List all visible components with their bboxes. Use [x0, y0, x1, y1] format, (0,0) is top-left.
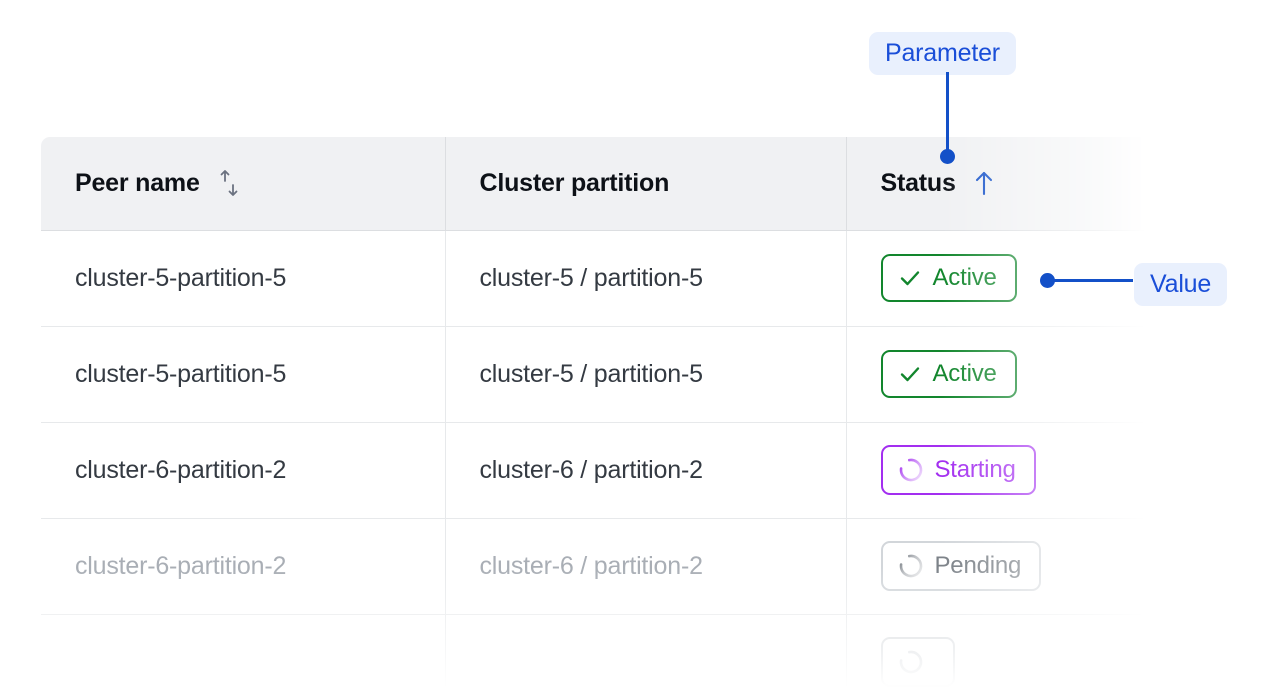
status-badge: Active	[880, 350, 1017, 398]
table-row[interactable]: cluster-5-partition-5 cluster-5 / partit…	[41, 326, 1146, 423]
cell-peer-name: cluster-5-partition-5	[41, 230, 446, 327]
status-badge	[880, 637, 955, 687]
check-icon	[898, 266, 922, 290]
cell-peer-name: cluster-6-partition-2	[41, 422, 446, 519]
cell-peer-name: cluster-6-partition-2	[41, 518, 446, 615]
status-badge-label: Active	[932, 264, 997, 291]
status-badge-label: Starting	[934, 456, 1016, 483]
table-header: Peer name Cluster partition	[41, 137, 1146, 231]
column-header-label: Peer name	[75, 168, 200, 197]
cell-cluster-partition: cluster-6 / partition-2	[445, 518, 847, 615]
cell-status: Active	[846, 326, 1146, 423]
sort-ascending-descending-icon[interactable]	[216, 168, 242, 198]
status-badge-label: Active	[932, 360, 997, 387]
cell-status: Active	[846, 230, 1146, 327]
status-badge: Starting	[880, 445, 1036, 495]
peers-table: Peer name Cluster partition	[41, 137, 1146, 688]
cell-cluster-partition: cluster-6 / partition-2	[445, 422, 847, 519]
table-header-row: Peer name Cluster partition	[41, 137, 1146, 231]
table-row[interactable]: cluster-6-partition-2 cluster-6 / partit…	[41, 518, 1146, 615]
column-header-peer-name[interactable]: Peer name	[41, 137, 446, 231]
status-badge: Pending	[880, 541, 1042, 591]
arrow-up-icon[interactable]	[972, 168, 996, 198]
status-badge: Active	[880, 254, 1017, 302]
cell-cluster-partition: cluster-5 / partition-5	[445, 230, 847, 327]
peers-table-container: Peer name Cluster partition	[41, 137, 1146, 688]
column-header-label: Cluster partition	[479, 168, 670, 197]
annotation-dot-parameter	[940, 149, 955, 164]
annotation-connector-parameter	[946, 72, 949, 156]
column-header-cluster-partition[interactable]: Cluster partition	[445, 137, 847, 231]
table-row[interactable]: cluster-5-partition-5 cluster-5 / partit…	[41, 230, 1146, 327]
cell-peer-name	[41, 614, 446, 688]
table-body: cluster-5-partition-5 cluster-5 / partit…	[41, 230, 1146, 688]
cell-cluster-partition	[445, 614, 847, 688]
table-row[interactable]	[41, 614, 1146, 688]
cell-cluster-partition: cluster-5 / partition-5	[445, 326, 847, 423]
annotation-dot-value	[1040, 273, 1055, 288]
check-icon	[898, 362, 922, 386]
spinner-icon	[898, 457, 924, 483]
spinner-icon	[898, 649, 924, 675]
cell-status: Starting	[846, 422, 1146, 519]
cell-status	[846, 614, 1146, 688]
annotation-label-value: Value	[1134, 263, 1228, 306]
table-row[interactable]: cluster-6-partition-2 cluster-6 / partit…	[41, 422, 1146, 519]
spinner-icon	[898, 553, 924, 579]
column-header-label: Status	[880, 168, 956, 197]
status-badge-label: Pending	[934, 552, 1022, 579]
cell-peer-name: cluster-5-partition-5	[41, 326, 446, 423]
annotation-connector-value	[1047, 279, 1133, 282]
annotation-label-parameter: Parameter	[869, 32, 1016, 75]
cell-status: Pending	[846, 518, 1146, 615]
column-header-status[interactable]: Status	[846, 137, 1146, 231]
